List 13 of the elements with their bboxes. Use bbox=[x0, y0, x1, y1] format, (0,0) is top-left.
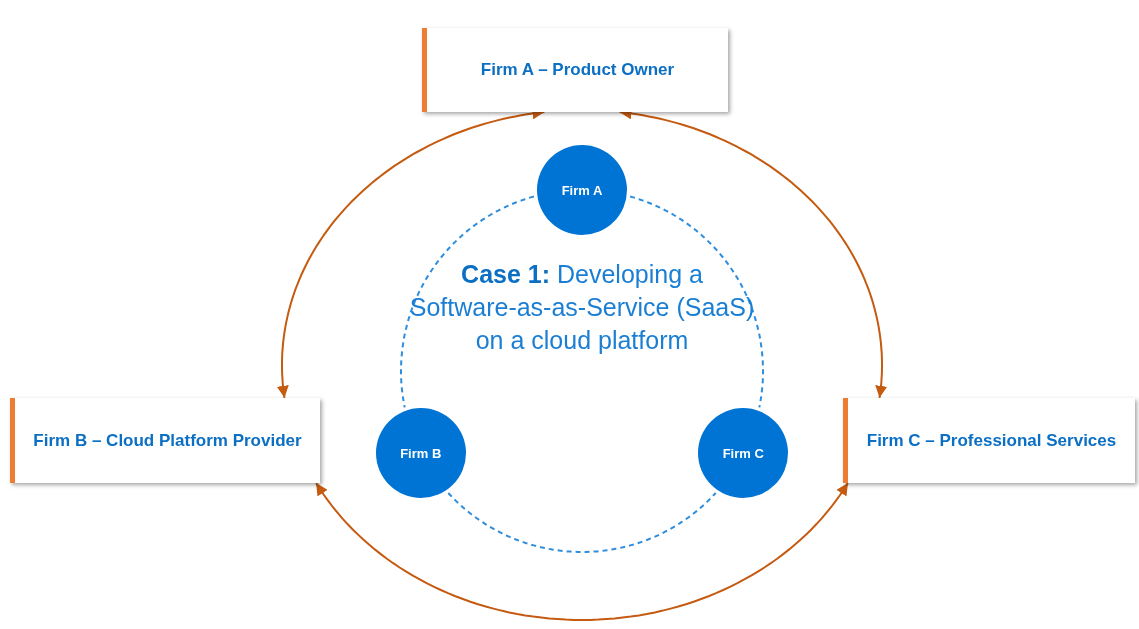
role-box bbox=[422, 28, 728, 112]
node-text: Firm B bbox=[400, 445, 442, 461]
role-box bbox=[843, 398, 1135, 483]
node-text: Firm B – Cloud Platform Provider bbox=[32, 429, 303, 452]
node-text: Firm C – Professional Services bbox=[865, 429, 1118, 452]
center-text: Case 1: Developing a Software-as-as-Service (SaaS) on a cloud platform bbox=[408, 259, 756, 356]
node-text: Firm C bbox=[722, 445, 764, 461]
dashed-arc bbox=[447, 492, 717, 553]
role-box bbox=[10, 398, 320, 483]
dashed-arc bbox=[400, 195, 535, 409]
node-text: Firm A bbox=[561, 182, 603, 198]
curved-arrow bbox=[315, 482, 849, 621]
node-text: Firm A – Product Owner bbox=[479, 59, 676, 81]
